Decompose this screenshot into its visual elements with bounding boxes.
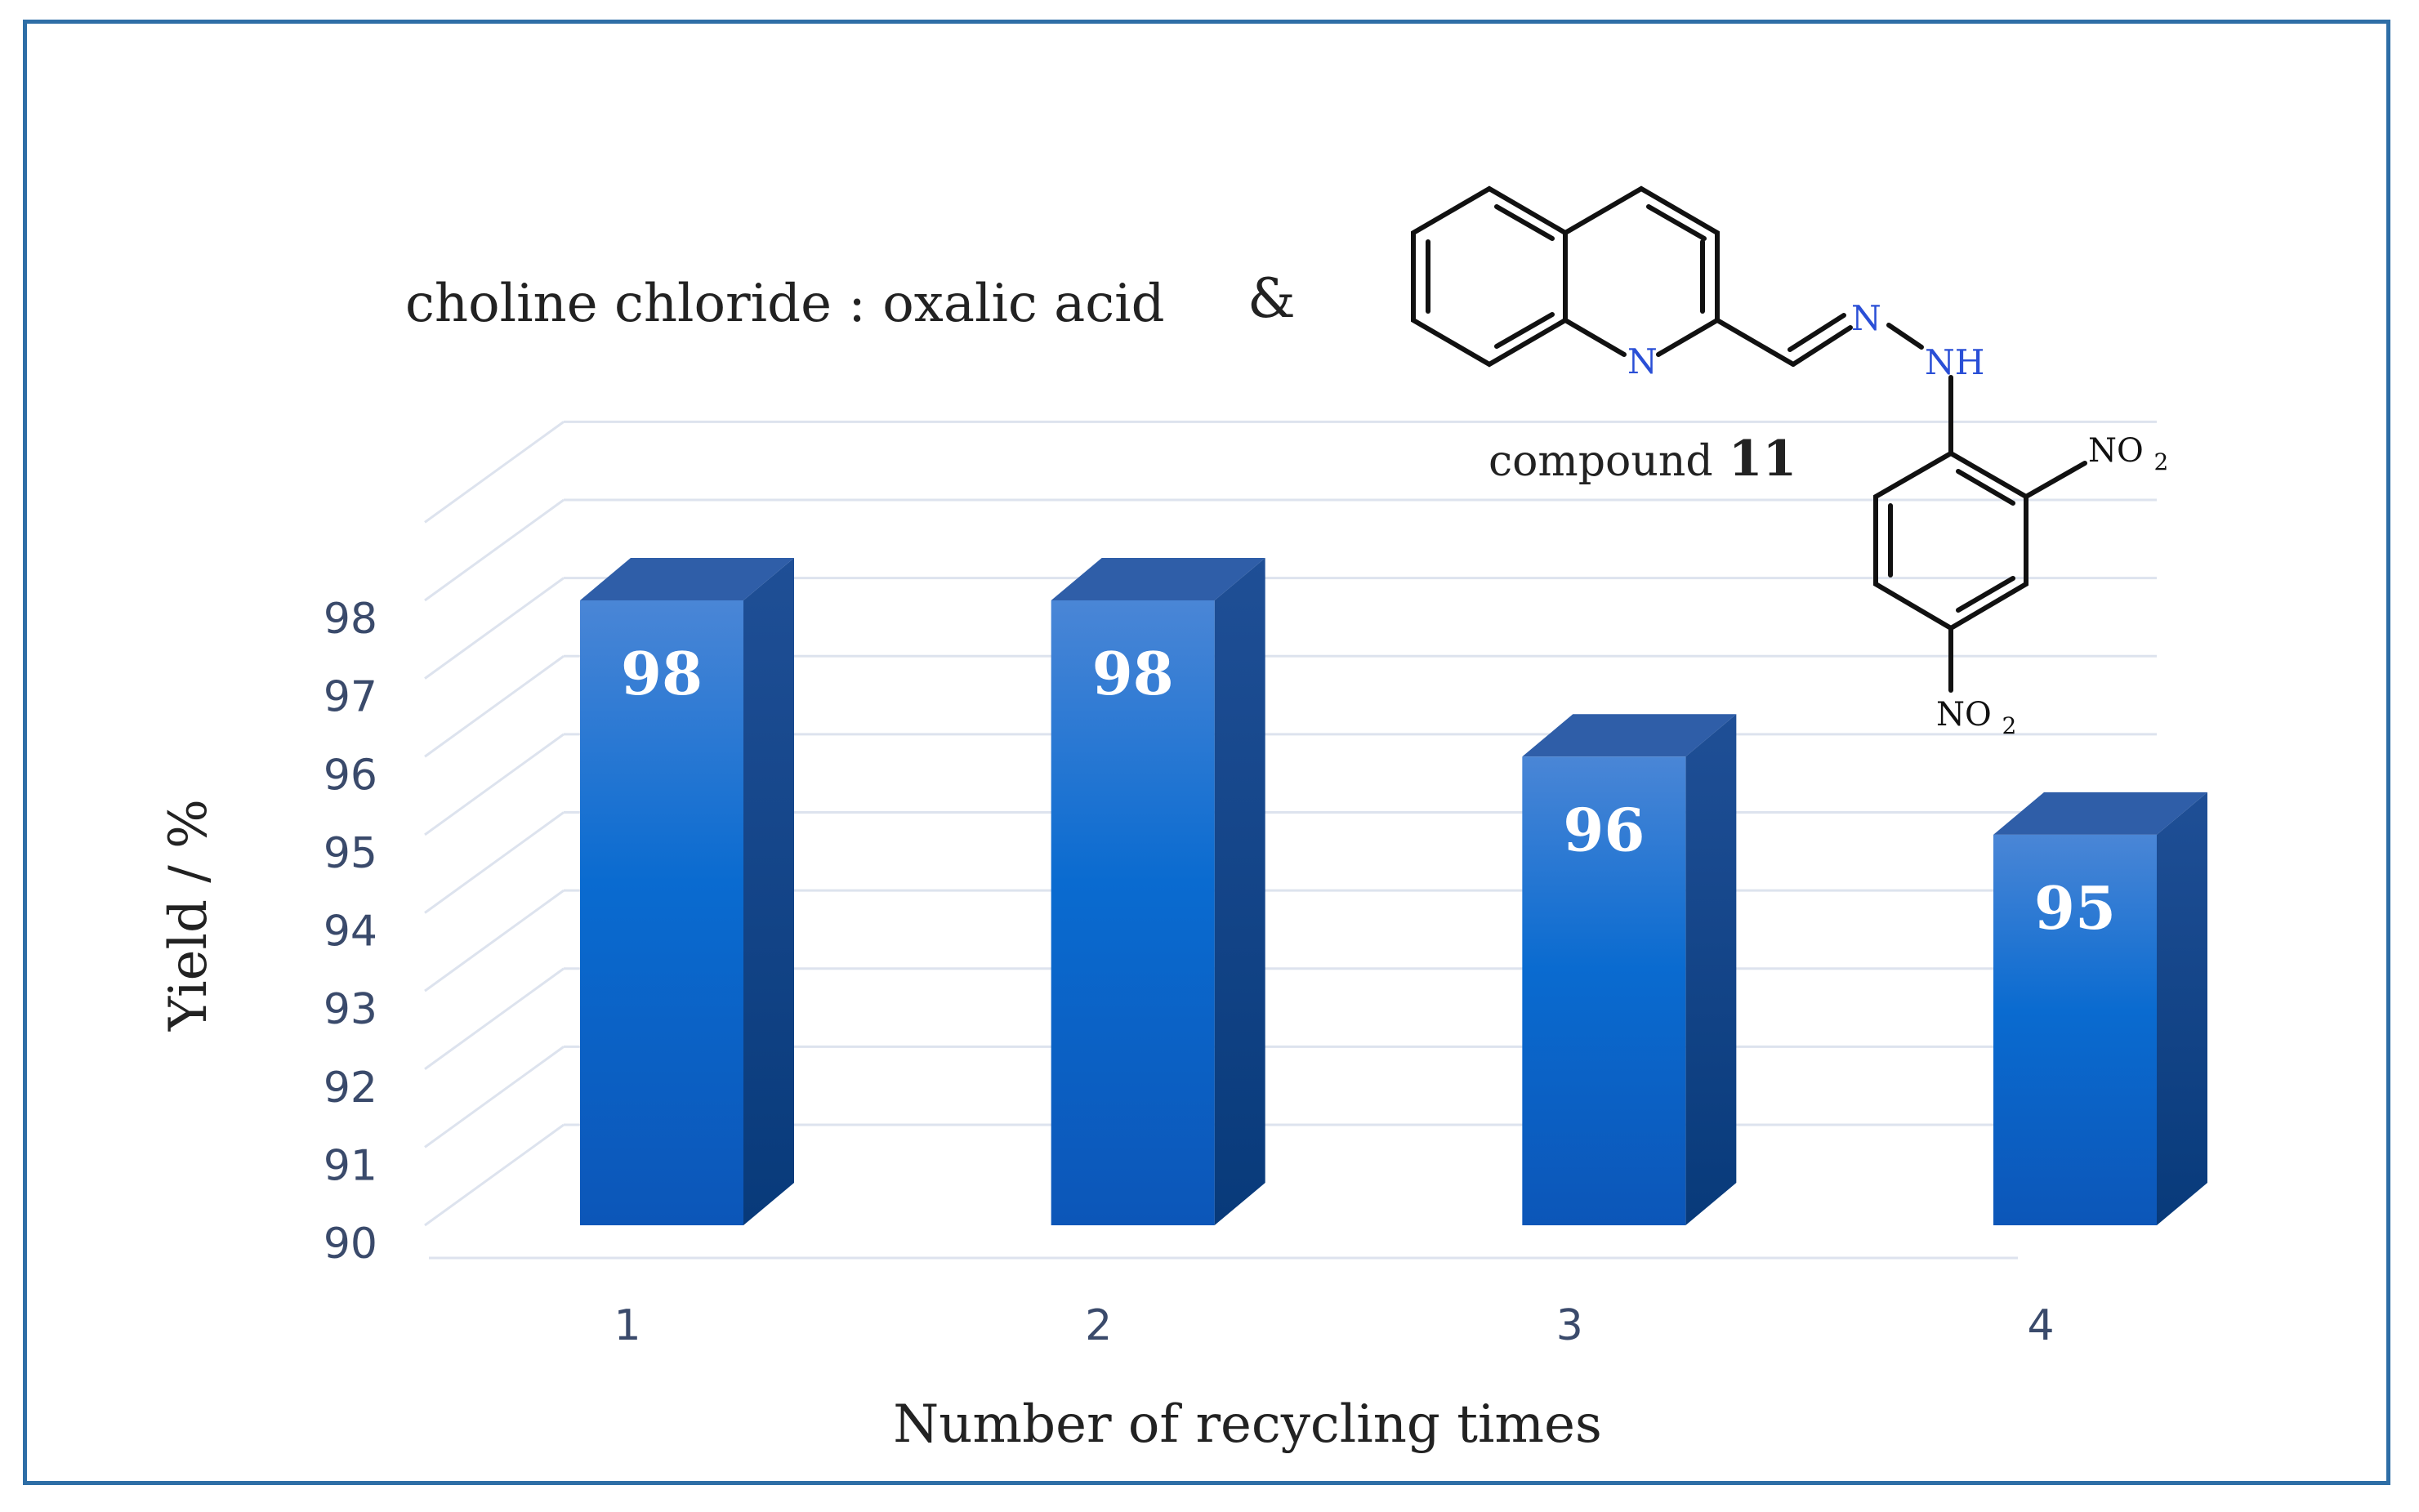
bar-data-label: 98 [621,639,703,708]
x-axis-label: Number of recycling times [893,1394,1602,1455]
bar-front [580,600,743,1225]
compound-word: compound [1488,437,1713,486]
subscript: 2 [2002,712,2017,739]
nitro-para-text: NO [1936,696,1992,734]
compound-number: 11 [1729,430,1797,488]
gridline-side [424,967,565,1070]
dinitrophenyl-ring [1873,450,2028,631]
benzo-ring [1411,185,1568,368]
x-tick-label: 4 [2027,1301,2054,1350]
bar-3: 96 [1522,714,1737,1225]
y-tick-label: 94 [324,908,377,957]
bar-top [1051,558,1265,600]
bar-4: 95 [1993,792,2207,1225]
bar-side [1214,558,1265,1225]
y-tick-label: 92 [324,1064,377,1113]
bar-top [580,558,794,600]
gridline-side [424,889,565,992]
bar-side [1685,714,1737,1225]
gridline-side [424,811,565,914]
gridline-side [424,577,565,680]
subscript: 2 [2154,448,2169,475]
pyridine-ring [1563,185,1720,357]
bar-top [1993,792,2207,835]
solvent-label: choline chloride : oxalic acid [405,274,1165,334]
bar-data-label: 95 [2034,873,2116,943]
bar-side [743,558,794,1225]
y-tick-label: 91 [324,1141,377,1190]
amine-label: NH [1925,342,1984,382]
gridline-side [424,421,565,524]
gridline-side [424,655,565,758]
nitro-ortho-text: NO [2088,432,2144,470]
ring-nitrogen-label: N [1627,341,1658,381]
bar-data-label: 96 [1563,795,1645,864]
gridline-side [424,733,565,836]
chart-frame [23,20,2390,1485]
x-tick-label: 2 [1085,1301,1112,1350]
imine-nitrogen-label: N [1851,298,1881,338]
y-tick-label: 90 [324,1220,377,1269]
bar-1: 98 [580,558,794,1225]
nitro-para-label: NO 2 [1936,696,2016,739]
gridline-side [424,1046,565,1148]
bar-data-label: 98 [1092,639,1174,708]
x-tick-label: 3 [1556,1301,1583,1350]
y-tick-label: 96 [324,751,377,800]
gridline-side [424,1123,565,1227]
bar-side [2157,792,2207,1225]
x-tick-label: 1 [614,1301,640,1350]
compound-11-structure [1411,185,2087,693]
y-tick-label: 93 [324,985,377,1034]
bar-2: 98 [1051,558,1265,1225]
y-tick-label: 95 [324,829,377,878]
bar-front [1522,756,1686,1225]
gridline-side [424,498,565,602]
nitro-ortho-label: NO 2 [2088,432,2168,475]
x-axis-ticks: 1 2 3 4 [614,1301,2054,1350]
bars: 98 98 96 95 [580,558,2207,1225]
ampersand-label: & [1247,267,1296,330]
compound-label: compound 11 [1488,430,1796,488]
y-tick-label: 98 [324,595,377,644]
bar-front [1051,600,1215,1225]
y-axis-label: Yield / % [158,799,219,1032]
gridlines [424,420,2157,1227]
bar-front [1993,834,2157,1225]
y-tick-label: 97 [324,673,377,722]
y-axis-ticks: 90 91 92 93 94 95 96 97 98 [324,595,377,1269]
bar-top [1522,714,1737,757]
